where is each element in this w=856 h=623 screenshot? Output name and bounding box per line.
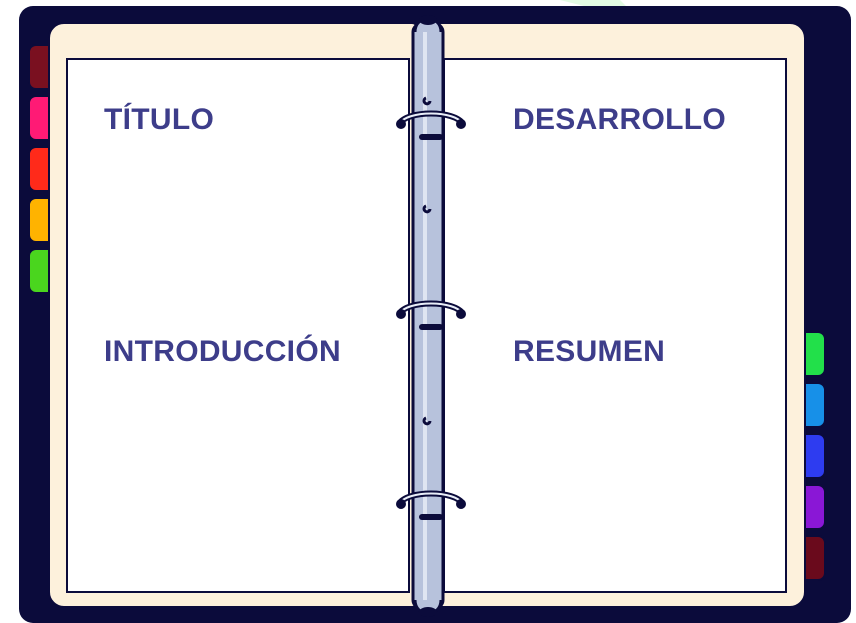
binder-spine [411,15,445,617]
tab-right-2[interactable] [804,382,826,428]
binder-ring-3 [396,490,466,520]
binder-ring-1 [396,110,466,140]
tab-right-4[interactable] [804,484,826,530]
heading-title[interactable]: TÍTULO [104,103,215,136]
binder-ring-2 [396,300,466,330]
tab-left-5[interactable] [28,248,50,294]
tab-right-5[interactable] [804,535,826,581]
tab-left-1[interactable] [28,44,50,90]
tab-right-1[interactable] [804,331,826,377]
heading-development[interactable]: DESARROLLO [513,103,726,136]
tab-left-3[interactable] [28,146,50,192]
heading-summary[interactable]: RESUMEN [513,335,666,368]
tab-left-2[interactable] [28,95,50,141]
heading-introduction[interactable]: INTRODUCCIÓN [104,335,341,368]
tab-left-4[interactable] [28,197,50,243]
tab-right-3[interactable] [804,433,826,479]
right-sheet[interactable] [443,58,787,593]
left-sheet[interactable] [66,58,410,593]
